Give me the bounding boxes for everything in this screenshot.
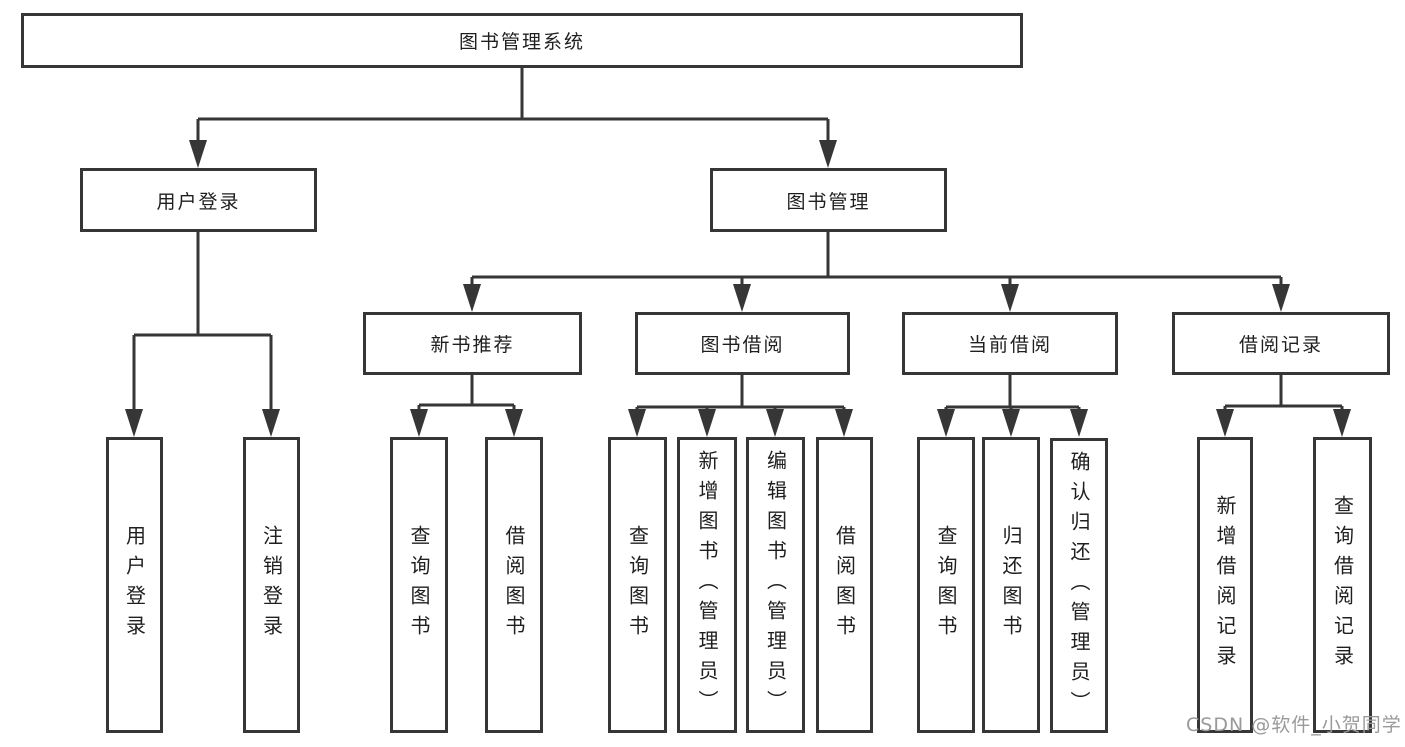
leaf-borrow-books-recommend: 借阅图书 xyxy=(485,437,543,733)
node-library-management-system: 图书管理系统 xyxy=(21,13,1023,68)
arrowheads xyxy=(125,140,1351,437)
leaf-return-books: 归还图书 xyxy=(982,437,1040,733)
leaf-logout: 注销登录 xyxy=(243,437,300,733)
leaf-add-books-admin: 新增图书（管理员） xyxy=(677,437,737,733)
leaf-confirm-return-admin: 确认归还（管理员） xyxy=(1050,438,1108,733)
node-current-borrowing: 当前借阅 xyxy=(902,312,1118,375)
leaf-query-books-current: 查询图书 xyxy=(917,437,975,733)
leaf-user-login: 用户登录 xyxy=(106,437,163,733)
csdn-watermark: CSDN @软件_小贺同学 xyxy=(1186,714,1402,736)
node-user-login: 用户登录 xyxy=(80,168,317,232)
node-book-borrowing: 图书借阅 xyxy=(635,312,850,375)
node-book-management: 图书管理 xyxy=(710,168,947,232)
leaf-query-books-borrow: 查询图书 xyxy=(608,437,667,733)
leaf-query-borrow-record: 查询借阅记录 xyxy=(1313,437,1372,733)
leaf-borrow-books: 借阅图书 xyxy=(816,437,873,733)
leaf-query-books-recommend: 查询图书 xyxy=(390,437,448,733)
node-new-book-recommendation: 新书推荐 xyxy=(363,312,582,375)
leaf-edit-books-admin: 编辑图书（管理员） xyxy=(746,437,805,733)
node-borrowing-records: 借阅记录 xyxy=(1172,312,1390,375)
leaf-add-borrow-record: 新增借阅记录 xyxy=(1197,437,1253,733)
